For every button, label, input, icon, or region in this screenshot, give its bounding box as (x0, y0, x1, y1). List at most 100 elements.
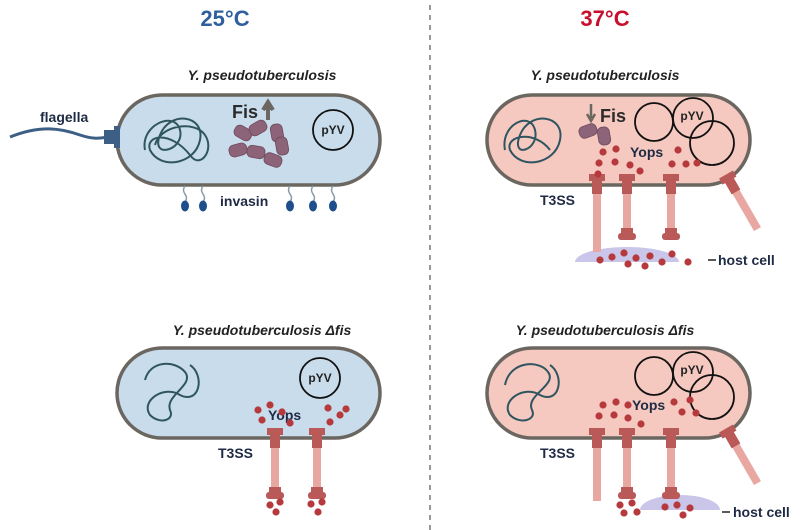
chromosome (503, 117, 562, 164)
t3ss-base-cap (719, 170, 737, 185)
invasin-protein (181, 200, 189, 212)
yop-protein (668, 250, 676, 258)
yop-protein (624, 401, 632, 409)
t3ss-angled (719, 170, 761, 232)
t3ss-base (622, 434, 632, 448)
yop-protein (628, 499, 636, 507)
t3ss-base-cap (309, 428, 325, 435)
t3ss-needle (593, 192, 601, 252)
translocon-pore (308, 492, 326, 499)
t3ss-base-cap (719, 424, 737, 439)
translocon-pore (662, 233, 680, 240)
t3ss-needle (313, 446, 321, 496)
host-cell-label: host cell (733, 504, 790, 520)
host-cell-mask (575, 262, 680, 278)
yop-protein (342, 405, 350, 413)
yop-protein (692, 409, 700, 417)
yop-protein (307, 500, 315, 508)
yop-protein (266, 401, 274, 409)
t3ss-label: T3SS (540, 192, 575, 208)
yop-protein (686, 396, 694, 404)
fis-protein (596, 126, 612, 146)
plasmid-copy (689, 120, 735, 166)
chromosome (504, 363, 560, 422)
yop-protein (661, 503, 669, 511)
secretion-systems (254, 401, 350, 516)
invasin-protein (329, 200, 337, 212)
fis-protein (274, 136, 290, 156)
t3ss-needle (623, 192, 631, 237)
yop-protein (633, 508, 641, 516)
yop-protein (611, 158, 619, 166)
title-gene: fis (335, 322, 352, 338)
title-gene: fis (678, 322, 695, 338)
translocon-pore (662, 492, 680, 499)
yop-protein (272, 508, 280, 516)
flagellar-motor-base (114, 126, 120, 148)
fis-protein (578, 123, 598, 139)
bacterial-cell (485, 346, 752, 440)
pyv-label: pYV (321, 123, 344, 137)
yop-protein (620, 249, 628, 257)
plasmid-copy (672, 351, 714, 393)
yop-protein (336, 411, 344, 419)
title-species: Y. pseudotuberculosis Δ (516, 322, 678, 338)
fis-protein (246, 144, 266, 160)
pyv-label: pYV (680, 109, 703, 123)
translocon-pore (618, 492, 636, 499)
invasin-stalk (182, 185, 188, 203)
yop-protein (266, 501, 274, 509)
yop-protein (624, 260, 632, 268)
yops-label: Yops (268, 407, 301, 423)
yop-protein (612, 398, 620, 406)
t3ss-base (270, 434, 280, 448)
yop-protein (599, 401, 607, 409)
translocon-top (311, 487, 323, 493)
yop-protein (276, 498, 284, 506)
fis-protein (248, 119, 268, 137)
chromosome (143, 117, 210, 164)
yop-protein (684, 258, 692, 266)
panel-title: Y. pseudotuberculosis (188, 67, 337, 83)
t3ss-needle (593, 446, 601, 501)
t3ss-base-cap (589, 428, 605, 435)
fis-proteins (228, 119, 290, 168)
yop-protein (324, 404, 332, 412)
invasin-stalk (200, 185, 206, 203)
fis-proteins (578, 123, 612, 146)
yop-protein (326, 418, 334, 426)
yop-protein (673, 501, 681, 509)
yop-protein (594, 170, 602, 178)
t3ss-base-cap (619, 174, 635, 181)
yop-protein (641, 262, 649, 270)
invasin-label: invasin (220, 193, 268, 209)
yop-protein (612, 145, 620, 153)
t3ss-base (592, 434, 602, 448)
header-25c: 25°C (200, 6, 249, 31)
yop-protein (658, 258, 666, 266)
invasin-stalk (330, 185, 336, 203)
panel-title: Y. pseudotuberculosis Δfis (516, 322, 695, 338)
translocon-pore (618, 233, 636, 240)
yop-protein (599, 148, 607, 156)
panel-title: Y. pseudotuberculosis (531, 67, 680, 83)
yop-protein (668, 160, 676, 168)
t3ss-base (312, 434, 322, 448)
yop-protein (646, 252, 654, 260)
plasmid-copy (672, 97, 714, 139)
fis-protein (263, 152, 283, 168)
yop-protein (624, 414, 632, 422)
title-species: Y. pseudotuberculosis Δ (173, 322, 335, 338)
yop-protein (686, 504, 694, 512)
flagellum (9, 127, 111, 140)
yop-protein (258, 416, 266, 424)
t3ss-needle (731, 188, 761, 232)
translocon-top (621, 487, 633, 493)
bacterial-cell (115, 346, 382, 440)
yop-protein (608, 253, 616, 261)
yops-label: Yops (630, 144, 663, 160)
yop-protein (693, 159, 701, 167)
yop-protein (616, 501, 624, 509)
yop-protein (278, 408, 286, 416)
